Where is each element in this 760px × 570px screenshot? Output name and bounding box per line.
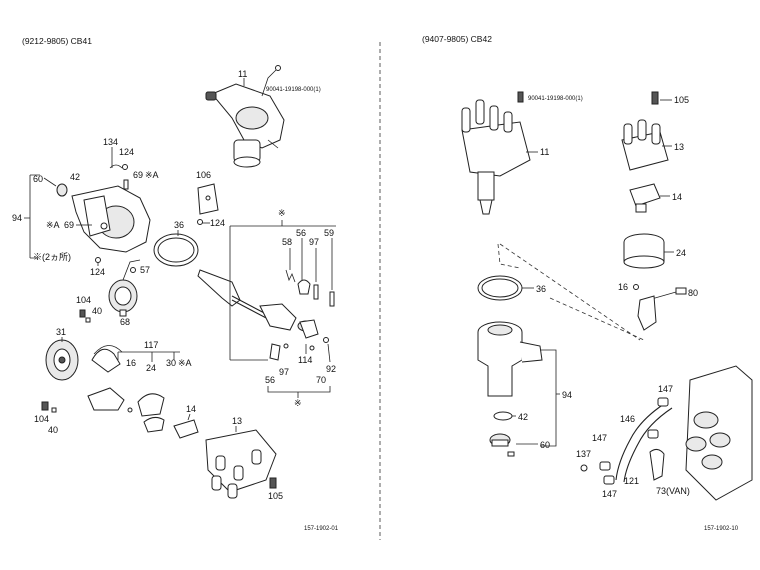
label-11-ref: 90041-19198-000(1) xyxy=(266,87,321,93)
label-57: 57 xyxy=(140,265,150,275)
label-14: 14 xyxy=(186,404,196,414)
distributor-assembly-r11 xyxy=(461,99,531,215)
rotor-r14 xyxy=(629,183,661,207)
label-30-mark: ※A xyxy=(178,358,192,368)
vacuum-advancer-68 xyxy=(108,259,141,317)
label-r11: 11 xyxy=(540,147,549,157)
label-69b: 69 xyxy=(64,220,74,230)
housing-r94 xyxy=(477,321,543,397)
label-11: 11 xyxy=(238,69,247,79)
label-68: 68 xyxy=(120,317,130,327)
right-drawing-number: 157-1902-10 xyxy=(704,526,739,532)
label-40b: 40 xyxy=(48,425,58,435)
label-r105: 105 xyxy=(674,95,689,105)
label-r147c: 147 xyxy=(602,489,617,499)
label-r137: 137 xyxy=(576,449,591,459)
label-31: 31 xyxy=(56,327,66,337)
label-30: 30 xyxy=(166,358,176,368)
label-69a: 69 xyxy=(133,170,143,180)
label-106: 106 xyxy=(196,170,211,180)
label-69a-mark: ※A xyxy=(145,170,159,180)
label-124c: 124 xyxy=(90,267,105,277)
label-r24: 24 xyxy=(676,248,686,258)
distributor-housing xyxy=(71,185,151,253)
label-r73: 73(VAN) xyxy=(656,486,690,496)
label-124b: 124 xyxy=(210,218,225,228)
label-r94: 94 xyxy=(562,390,572,400)
label-star-top: ※ xyxy=(278,208,286,218)
label-2places: ※(2ヵ所) xyxy=(33,252,71,262)
label-94: 94 xyxy=(12,213,22,223)
label-58: 58 xyxy=(282,237,292,247)
left-drawing-number: 157-1902-01 xyxy=(304,526,339,532)
label-69b-mark: ※A xyxy=(46,220,60,230)
breaker-plate-31 xyxy=(45,339,79,381)
distributor-cap-r13 xyxy=(621,119,669,171)
label-r146: 146 xyxy=(620,414,635,424)
label-r42: 42 xyxy=(518,412,528,422)
label-56b: 56 xyxy=(265,375,275,385)
label-r147b: 147 xyxy=(592,433,607,443)
label-13: 13 xyxy=(232,416,242,426)
label-92: 92 xyxy=(326,364,336,374)
label-r80: 80 xyxy=(688,288,698,298)
label-105: 105 xyxy=(268,491,283,501)
gear-r60 xyxy=(489,433,515,457)
label-r147a: 147 xyxy=(658,384,673,394)
label-56a: 56 xyxy=(296,228,306,238)
label-134: 134 xyxy=(103,137,118,147)
left-panel-header: (9212-9805) CB41 xyxy=(22,36,92,46)
label-42: 42 xyxy=(70,172,80,182)
distributor-assembly-11 xyxy=(205,65,285,168)
label-r-ref: 90041-19198-000(1) xyxy=(528,96,583,102)
engine-body xyxy=(685,365,753,501)
label-r121: 121 xyxy=(624,476,639,486)
label-114: 114 xyxy=(298,355,312,365)
label-r16: 16 xyxy=(618,282,628,292)
label-r60: 60 xyxy=(540,440,550,450)
label-r13: 13 xyxy=(674,142,684,152)
label-124a: 124 xyxy=(119,147,134,157)
label-104b: 104 xyxy=(34,414,49,424)
label-36: 36 xyxy=(174,220,184,230)
right-panel: (9407-9805) CB42 90041-19198-000(1) 11 1… xyxy=(422,34,753,532)
label-59: 59 xyxy=(324,228,334,238)
label-117: 117 xyxy=(144,340,158,350)
cover-r24 xyxy=(623,233,665,269)
label-104a: 104 xyxy=(76,295,91,305)
label-60: 60 xyxy=(33,174,43,184)
label-r36: 36 xyxy=(536,284,546,294)
right-panel-header: (9407-9805) CB42 xyxy=(422,34,492,44)
left-panel: (9212-9805) CB41 11 90041-19198-000(1) 1… xyxy=(12,36,339,532)
distributor-cap-13 xyxy=(205,429,277,499)
label-70: 70 xyxy=(316,375,326,385)
distributor-shaft xyxy=(197,269,315,332)
label-16: 16 xyxy=(126,358,136,368)
label-24: 24 xyxy=(146,363,156,373)
label-97b: 97 xyxy=(279,367,289,377)
label-97a: 97 xyxy=(309,237,319,247)
label-r14: 14 xyxy=(672,192,682,202)
label-star-bottom: ※ xyxy=(294,398,302,408)
label-40a: 40 xyxy=(92,306,102,316)
